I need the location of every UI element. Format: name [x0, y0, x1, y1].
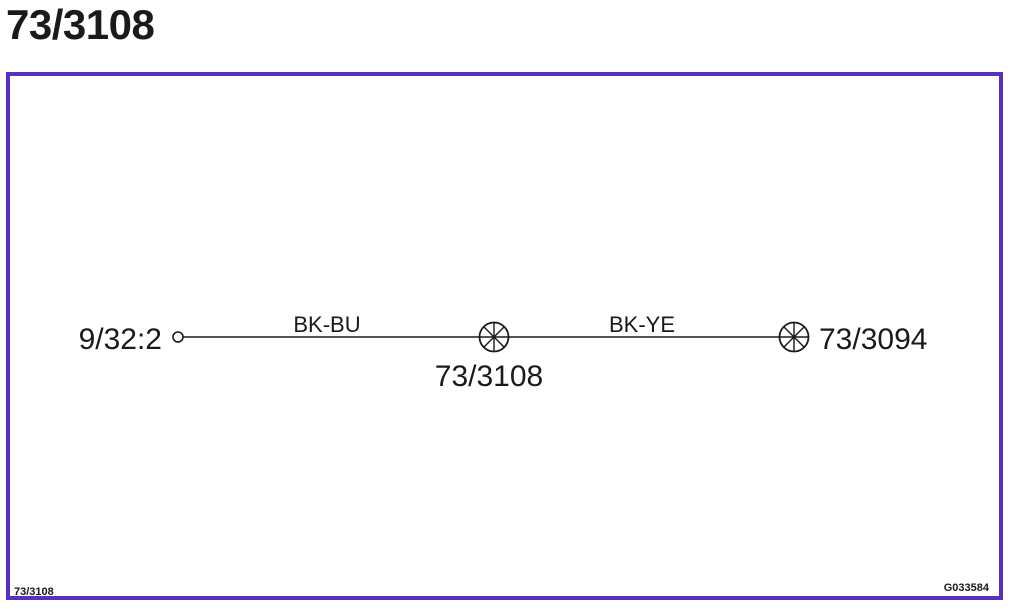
diagram-frame: [6, 72, 1003, 600]
terminal-open-circle-icon: [172, 331, 184, 343]
splice-asterisk-circle-icon: [778, 321, 810, 353]
splice-asterisk-circle-icon: [478, 321, 510, 353]
end-node-label: 73/3094: [819, 323, 927, 356]
source-node-label: 9/32:2: [79, 323, 162, 356]
page-title: 73/3108: [6, 1, 155, 48]
footer-diagram-code: 73/3108: [14, 586, 54, 598]
wire-label-second: BK-YE: [609, 312, 675, 337]
splice-node-label: 73/3108: [435, 360, 543, 393]
footer-figure-id: G033584: [943, 582, 989, 594]
wire-label-first: BK-BU: [293, 312, 360, 337]
